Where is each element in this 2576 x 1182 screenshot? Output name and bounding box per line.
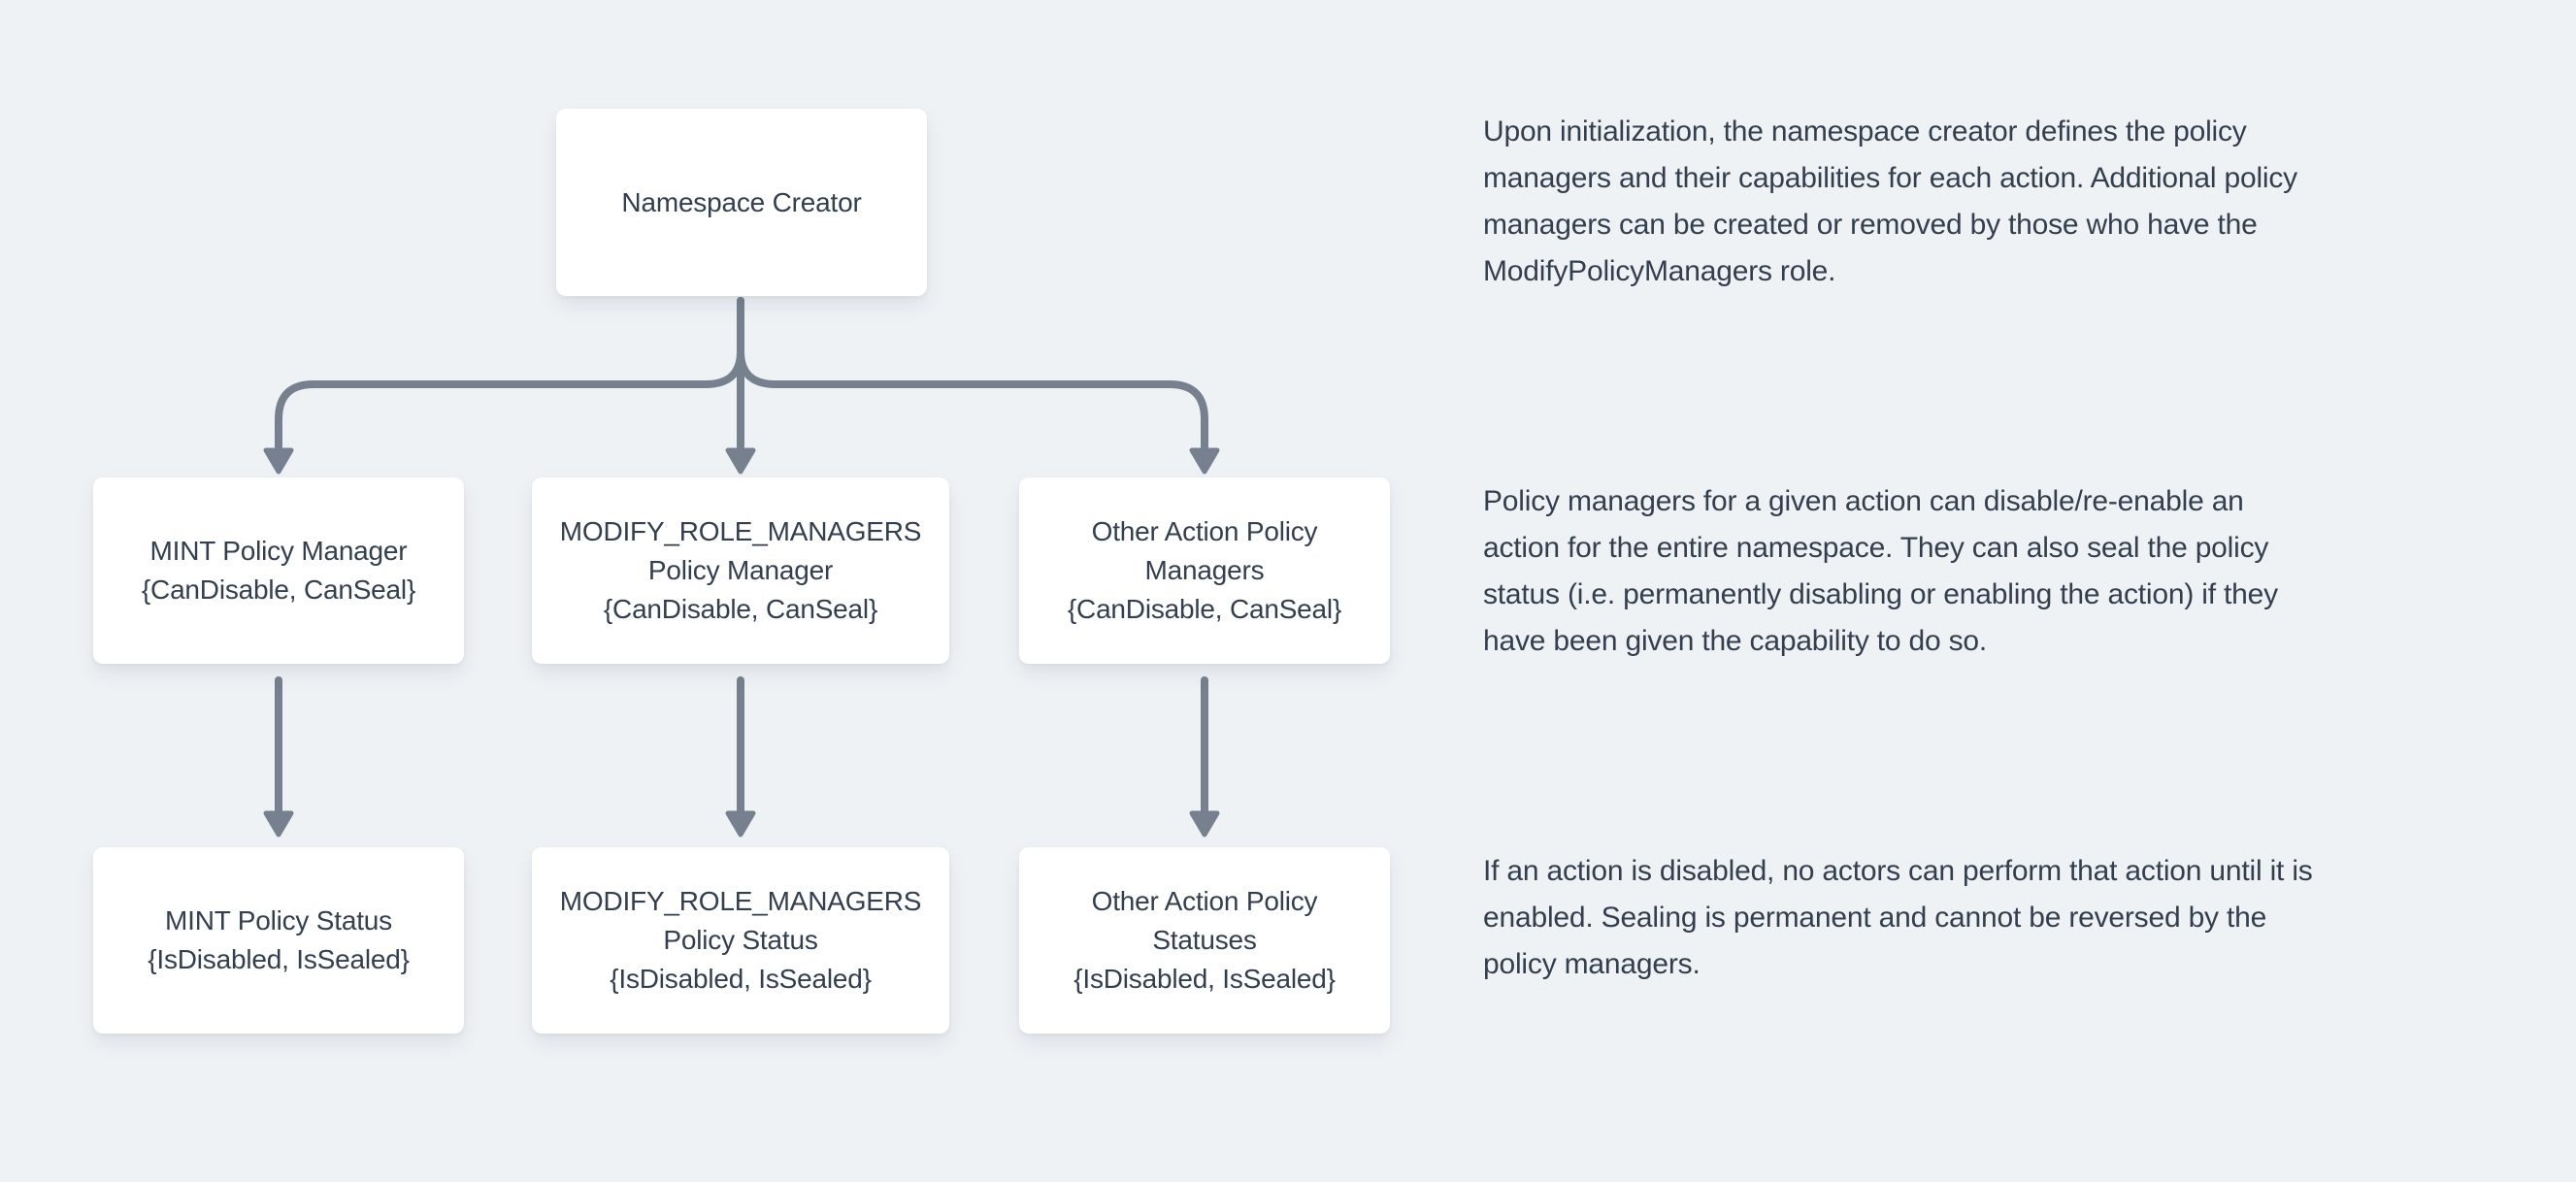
arrow-down-icon [1189,447,1220,475]
node-mint-policy-status-label: MINT Policy Status {IsDisabled, IsSealed… [148,905,410,974]
annotation-initialization: Upon initialization, the namespace creat… [1483,115,2297,287]
edge-mint-manager-to-mint-status [263,676,294,837]
annotation-disable-seal: Policy managers for a given action can d… [1483,485,2278,657]
edge-creator-to-mint-manager [263,297,744,475]
node-other-action-policy-managers-label: Other Action Policy Managers {CanDisable… [1067,516,1342,624]
node-namespace-creator-label: Namespace Creator [621,186,862,217]
node-modify-role-managers-policy-status: MODIFY_ROLE_MANAGERS Policy Status {IsDi… [532,847,949,1034]
arrow-down-icon [725,810,756,837]
node-other-action-policy-managers: Other Action Policy Managers {CanDisable… [1019,477,1390,664]
edge-other-action-managers-to-statuses [1189,676,1220,837]
node-modify-role-managers-policy-status-label: MODIFY_ROLE_MANAGERS Policy Status {IsDi… [559,886,922,994]
arrow-down-icon [1189,810,1220,837]
annotation-disabled-effect: If an action is disabled, no actors can … [1483,855,2313,980]
edge-creator-to-modify-role-manager [725,297,756,475]
node-modify-role-managers-policy-manager-label: MODIFY_ROLE_MANAGERS Policy Manager {Can… [559,516,922,624]
arrow-down-icon [263,447,294,475]
node-other-action-policy-statuses-label: Other Action Policy Statuses {IsDisabled… [1073,886,1336,994]
node-mint-policy-manager-label: MINT Policy Manager {CanDisable, CanSeal… [141,536,416,605]
arrow-down-icon [725,447,756,475]
node-mint-policy-status: MINT Policy Status {IsDisabled, IsSealed… [93,847,464,1034]
edge-modify-role-manager-to-status [725,676,756,837]
node-modify-role-managers-policy-manager: MODIFY_ROLE_MANAGERS Policy Manager {Can… [532,477,949,664]
arrow-down-icon [263,810,294,837]
node-namespace-creator: Namespace Creator [556,109,927,296]
edge-creator-to-other-action-managers [737,297,1220,475]
node-other-action-policy-statuses: Other Action Policy Statuses {IsDisabled… [1019,847,1390,1034]
node-mint-policy-manager: MINT Policy Manager {CanDisable, CanSeal… [93,477,464,664]
